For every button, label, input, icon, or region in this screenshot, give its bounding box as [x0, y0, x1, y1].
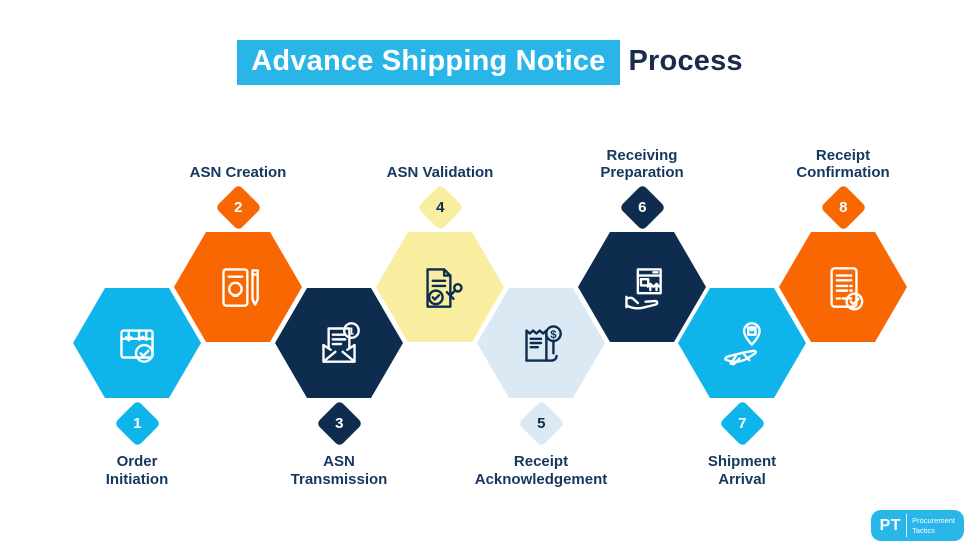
step-receipt-acknowledgement: $ 5 Receipt Acknowledgement	[461, 288, 621, 488]
step-number: 4	[435, 198, 445, 216]
procurement-tactics-logo: PT Procurement Tactics	[870, 510, 964, 541]
step-number-badge-6: 6	[618, 182, 666, 232]
step-number-badge-2: 2	[214, 182, 262, 232]
title-rest: Process	[628, 45, 743, 77]
step-shipment-arrival: 7 Shipment Arrival	[662, 288, 822, 488]
diamond-shape: 3	[315, 399, 363, 447]
diamond-shape: 6	[618, 183, 666, 231]
document-stamp-icon	[426, 268, 463, 308]
diamond-shape: 8	[819, 183, 867, 231]
receipt-dollar-icon: $	[525, 325, 562, 362]
diamond-shape: 1	[113, 399, 161, 447]
step-number: 8	[838, 198, 848, 216]
step-label-shipment-arrival: Shipment Arrival	[707, 453, 777, 488]
title-highlight: Advance Shipping Notice	[237, 40, 620, 85]
step-number-badge-3: 3	[315, 398, 363, 448]
logo-abbr: PT	[879, 516, 902, 534]
receipt-check-icon	[830, 267, 864, 311]
svg-text:$: $	[550, 329, 557, 341]
step-label-receipt-acknowledgement: Receipt Acknowledgement	[474, 453, 608, 488]
step-number: 5	[536, 414, 546, 432]
step-receiving-preparation: Receiving Preparation 6	[562, 136, 722, 342]
step-number-badge-8: 8	[819, 182, 867, 232]
step-number: 3	[334, 414, 344, 432]
step-receipt-confirmation: Receipt Confirmation 8	[763, 136, 923, 342]
diamond-shape: 2	[214, 183, 262, 231]
document-pencil-icon	[222, 268, 259, 307]
step-number: 2	[233, 198, 243, 216]
step-label-asn-creation: ASN Creation	[189, 164, 287, 182]
diamond-shape: 4	[416, 183, 464, 231]
step-number-badge-7: 7	[718, 398, 766, 448]
step-label-receiving-preparation: Receiving Preparation	[600, 146, 684, 182]
step-number: 1	[132, 414, 142, 432]
logo-name-line1: Procurement	[912, 515, 955, 525]
step-label-receipt-confirmation: Receipt Confirmation	[796, 146, 890, 182]
hexagon-step-3: 1	[275, 288, 403, 398]
logo-divider	[906, 514, 908, 537]
package-check-icon	[120, 329, 154, 363]
svg-text:1: 1	[349, 327, 355, 338]
step-order-initiation: 1 Order Initiation	[57, 288, 217, 488]
step-number: 6	[637, 198, 647, 216]
step-label-asn-transmission: ASN Transmission	[290, 453, 388, 488]
email-notification-icon: 1	[322, 322, 360, 363]
hexagon-step-1	[73, 288, 201, 398]
hexagon-step-4	[376, 232, 504, 342]
diamond-shape: 7	[718, 399, 766, 447]
step-number: 7	[737, 414, 747, 432]
hand-box-icon	[625, 268, 662, 310]
step-number-badge-1: 1	[113, 398, 161, 448]
step-asn-transmission: 1 3 ASN Transmission	[259, 288, 419, 488]
step-label-order-initiation: Order Initiation	[105, 453, 169, 488]
step-asn-validation: ASN Validation 4	[360, 136, 520, 342]
plane-package-icon	[724, 322, 761, 366]
step-number-badge-4: 4	[416, 182, 464, 232]
step-number-badge-5: 5	[517, 398, 565, 448]
step-label-asn-validation: ASN Validation	[386, 164, 494, 182]
step-asn-creation: ASN Creation 2	[158, 136, 318, 342]
hexagon-step-8	[779, 232, 907, 342]
logo-name-line2: Tactics	[912, 525, 935, 535]
diamond-shape: 5	[517, 399, 565, 447]
logo-name: Procurement Tactics	[912, 516, 955, 536]
